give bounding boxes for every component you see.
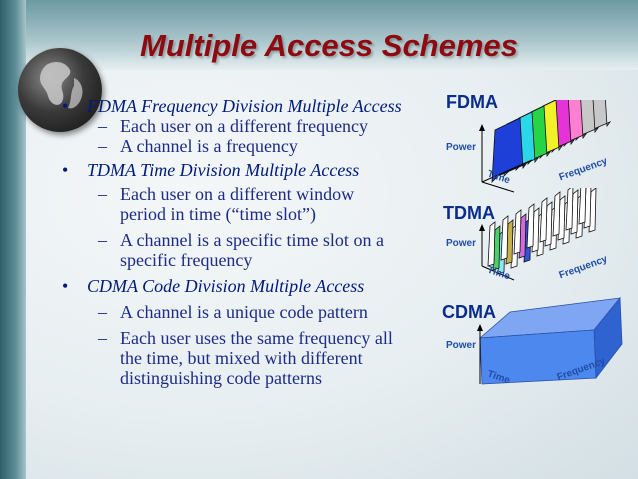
dash-marker: – [98, 184, 107, 204]
tdma-time-slot [487, 221, 496, 267]
slide-title: Multiple Access Schemes [140, 28, 518, 63]
tdma-time-slot [578, 188, 587, 225]
fdma-diagram-title: FDMA [446, 92, 498, 112]
cdma-diagram [477, 296, 623, 385]
fdma-power-label: Power [446, 142, 477, 153]
bullet-fdma: • FDMA Frequency Division Multiple Acces… [62, 96, 442, 116]
tdma-power-arrow [479, 224, 485, 231]
fdma-frequency-axis [481, 159, 533, 183]
tdma-time-slot [565, 188, 574, 231]
dash-marker: – [98, 116, 107, 136]
dash-marker: – [98, 230, 107, 250]
cdma-block-front [479, 329, 597, 385]
tdma-time-slot [526, 203, 535, 249]
sub-bullet-text: Each user on a different frequency [120, 116, 369, 136]
sub-bullet-text: A channel is a frequency [120, 136, 298, 156]
sub-bullet: – A channel is a frequency [62, 136, 442, 156]
top-decoration-band [0, 0, 638, 70]
cdma-power-label: Power [446, 340, 477, 351]
bullet-heading: CDMA Code Division Multiple Access [87, 276, 365, 296]
bullet-cdma: • CDMA Code Division Multiple Access [62, 276, 442, 296]
sub-bullet-text: Each user on a different window period i… [120, 184, 355, 224]
bullet-heading: TDMA Time Division Multiple Access [87, 160, 360, 180]
bullet-list: • FDMA Frequency Division Multiple Acces… [62, 96, 442, 388]
bullet-dot: • [62, 96, 69, 116]
sub-bullet: – Each user on a different frequency [62, 116, 442, 136]
fdma-power-arrow [479, 124, 485, 131]
tdma-diagram-title: TDMA [443, 203, 495, 223]
bullet-tdma: • TDMA Time Division Multiple Access [62, 160, 442, 180]
bullet-dot: • [62, 276, 69, 296]
sub-bullet: – A channel is a specific time slot on a… [62, 230, 442, 270]
sub-bullet-text: Each user uses the same frequency all th… [120, 328, 393, 388]
sub-bullet-text: A channel is a specific time slot on a s… [120, 230, 384, 270]
bullet-heading: FDMA Frequency Division Multiple Access [87, 96, 402, 116]
tdma-time-slot [500, 215, 509, 261]
dash-marker: – [98, 302, 107, 322]
tdma-time-slot [539, 197, 548, 243]
sub-bullet: – Each user on a different window period… [62, 184, 392, 224]
sub-bullet: – A channel is a unique code pattern [62, 302, 442, 322]
dash-marker: – [98, 136, 107, 156]
sub-bullet: – Each user uses the same frequency all … [62, 328, 415, 388]
fdma-diagram [479, 100, 612, 193]
tdma-diagram [479, 188, 597, 281]
globe-icon [18, 48, 102, 132]
tdma-time-slot [552, 191, 561, 237]
dash-marker: – [98, 328, 107, 348]
tdma-time-axis [481, 265, 515, 281]
sub-bullet-text: A channel is a unique code pattern [120, 302, 368, 322]
tdma-time-slot [513, 209, 522, 255]
fdma-time-axis [481, 181, 515, 193]
tdma-power-label: Power [446, 238, 477, 249]
bullet-dot: • [62, 160, 69, 180]
cdma-diagram-title: CDMA [442, 302, 496, 322]
cdma-power-arrow [477, 324, 483, 331]
